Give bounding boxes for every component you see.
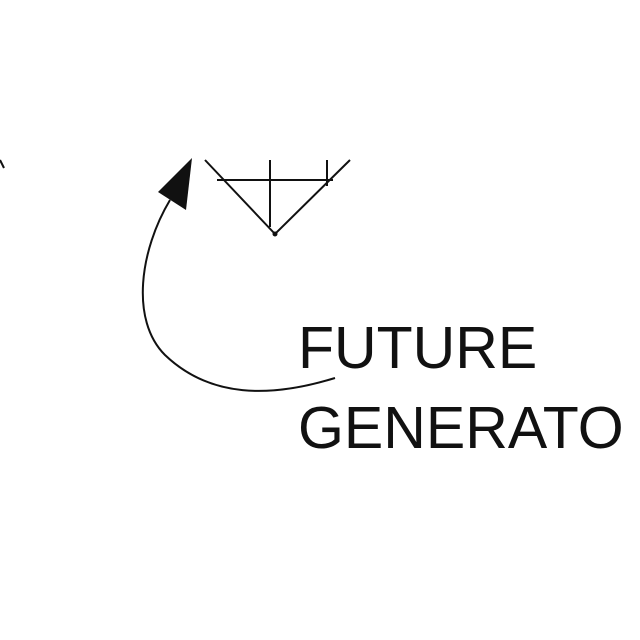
arrow-head	[158, 158, 192, 210]
symbol-outline	[204, 159, 351, 236]
label-line-1: FUTURE	[298, 315, 537, 381]
symbol-vertex-dot	[272, 231, 278, 237]
label-line-2: GENERATO	[298, 395, 624, 461]
leader-curve	[141, 199, 336, 392]
generator-symbol	[204, 159, 351, 237]
edge-tick-mark	[0, 159, 5, 169]
leader-arrow	[141, 158, 336, 392]
